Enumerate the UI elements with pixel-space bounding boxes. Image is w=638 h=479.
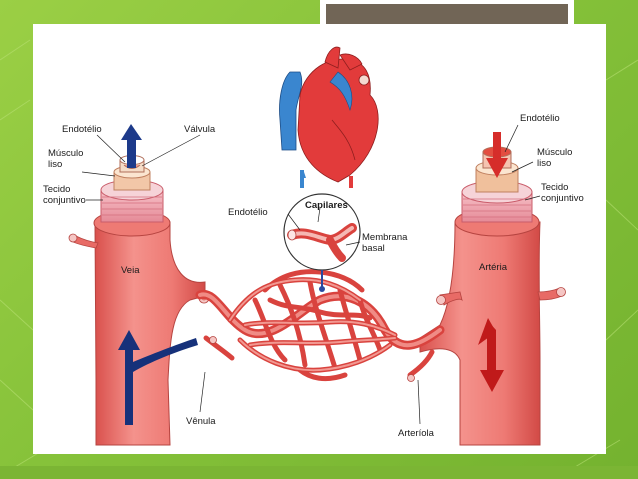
label-musculo-right: Músculo [537, 147, 572, 158]
label-basal: basal [362, 243, 385, 254]
artery-downward-arrow [486, 132, 508, 178]
bottom-bar [0, 466, 638, 479]
venule-branch-opening [209, 336, 217, 344]
label-endotelio-left: Endotélio [62, 124, 102, 135]
label-conjuntivo-left: conjuntivo [43, 195, 86, 206]
heart-illustration [279, 46, 379, 188]
vein-vessel [68, 221, 210, 446]
arteriole-branch-opening [407, 374, 415, 382]
label-liso-right: liso [537, 158, 551, 169]
label-veia: Veia [121, 265, 140, 276]
artery-vessel [419, 221, 566, 446]
label-capilares: Capilares [305, 200, 348, 211]
vein-upward-arrow [121, 124, 142, 168]
label-liso-left: liso [48, 159, 62, 170]
label-arteria: Artéria [479, 262, 508, 273]
label-membrana: Membrana [362, 232, 408, 243]
label-tecido-right: Tecido [541, 182, 568, 193]
label-conjuntivo-right: conjuntivo [541, 193, 584, 204]
capillary-magnifier [283, 193, 361, 292]
label-venula: Vênula [186, 416, 216, 427]
label-valvula: Válvula [184, 124, 216, 135]
capillary-network [195, 269, 445, 382]
label-tecido-left: Tecido [43, 184, 70, 195]
labels: Endotélio Válvula Músculo liso Tecido co… [43, 113, 584, 439]
label-endotelio-right: Endotélio [520, 113, 560, 124]
label-arteriola: Arteríola [398, 428, 435, 439]
artery-flow-arrow [478, 318, 504, 392]
label-musculo-left: Músculo [48, 148, 83, 159]
leader-lines [81, 124, 541, 425]
vein-layers [93, 155, 171, 237]
vein-flow-arrow [118, 330, 198, 425]
label-endotelio-center: Endotélio [228, 207, 268, 218]
